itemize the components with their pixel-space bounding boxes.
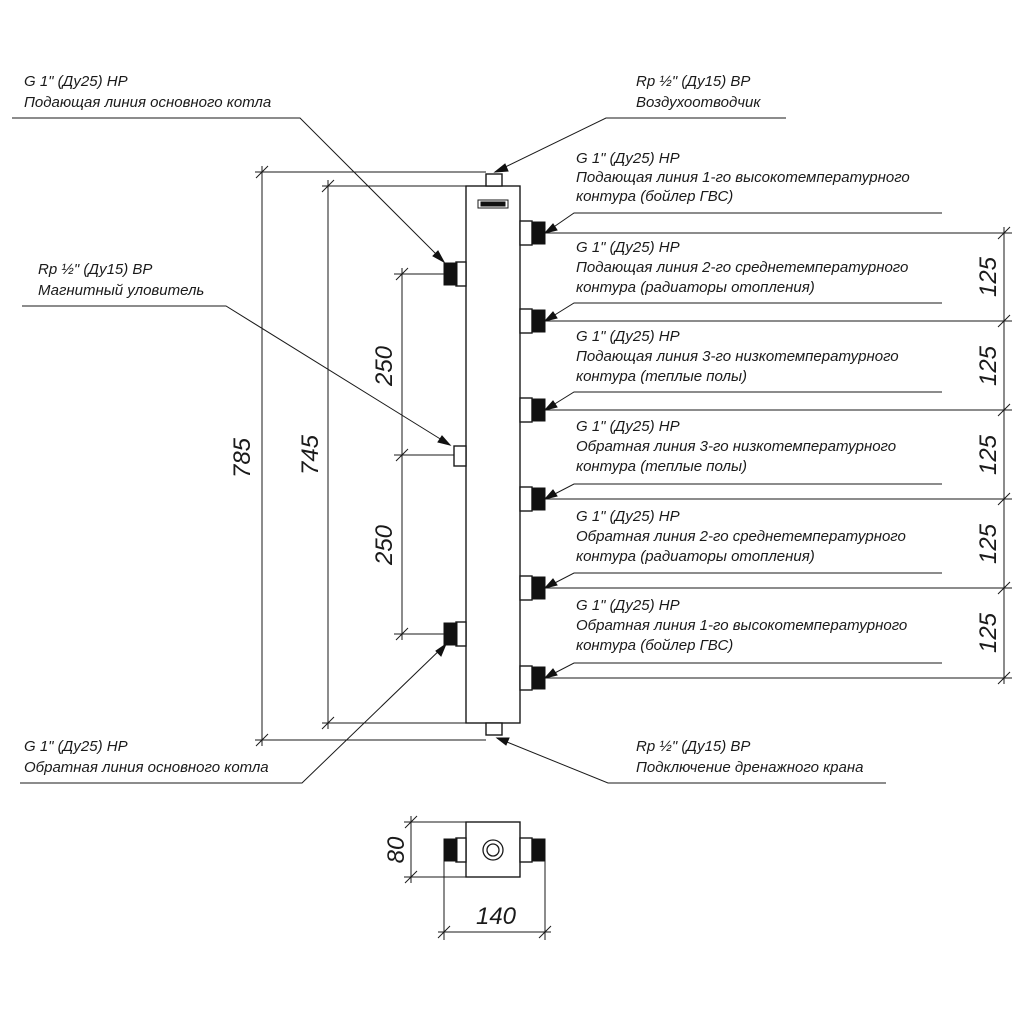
circuit-1-spec: G 1" (Ду25) НР — [576, 150, 680, 167]
top-view-right-fitting — [531, 838, 546, 862]
top-view-port — [482, 839, 504, 861]
dim-125-3-value: 125 — [975, 434, 1002, 475]
leader-supply-main — [12, 117, 446, 264]
supply-main-desc: Подающая линия основного котла — [24, 94, 271, 111]
separator-body — [465, 185, 521, 724]
circuit-3-spec: G 1" (Ду25) НР — [576, 328, 680, 345]
top-view-port-inner — [486, 843, 500, 857]
circuit-4-spec: G 1" (Ду25) НР — [576, 418, 680, 435]
logo-plate — [477, 199, 509, 209]
dim-125-chain — [545, 226, 1012, 685]
supply-main-fitting — [443, 261, 467, 287]
outlet-fitting-3 — [519, 397, 546, 423]
dim-745 — [321, 179, 466, 730]
leader-circuit-5 — [543, 572, 942, 589]
logo-mark — [480, 201, 506, 207]
leader-circuit-2 — [543, 302, 942, 322]
dim-125-5-value: 125 — [975, 612, 1002, 653]
dim-125-2-value: 125 — [975, 345, 1002, 386]
outlet-fitting-5 — [519, 575, 546, 601]
air-vent-spec: Rp ½" (Ду15) ВР — [636, 73, 750, 90]
circuit-4-line2: контура (теплые полы) — [576, 458, 747, 475]
magnet-fitting — [453, 445, 467, 467]
circuit-6-spec: G 1" (Ду25) НР — [576, 597, 680, 614]
circuit-4-line1: Обратная линия 3-го низкотемпературного — [576, 438, 896, 455]
dim-125-1-value: 125 — [975, 256, 1002, 297]
magnet-spec: Rp ½" (Ду15) ВР — [38, 261, 152, 278]
leader-drain — [495, 737, 886, 784]
circuit-6-line2: контура (бойлер ГВС) — [576, 637, 733, 654]
dim-140-value: 140 — [476, 903, 517, 930]
circuit-2-line1: Подающая линия 2-го среднетемпературного — [576, 259, 908, 276]
circuit-2-spec: G 1" (Ду25) НР — [576, 239, 680, 256]
leader-magnet — [22, 305, 452, 446]
drain-desc: Подключение дренажного крана — [636, 759, 863, 776]
leader-circuit-6 — [543, 662, 942, 679]
supply-main-spec: G 1" (Ду25) НР — [24, 73, 128, 90]
dim-785 — [255, 165, 486, 747]
dim-80-value: 80 — [383, 836, 410, 863]
dim-250-lower-value: 250 — [371, 524, 398, 566]
outlet-fitting-1 — [519, 220, 546, 246]
leader-circuit-4 — [543, 483, 942, 500]
circuit-1-line2: контура (бойлер ГВС) — [576, 188, 733, 205]
outlet-fitting-6 — [519, 665, 546, 691]
circuit-5-line2: контура (радиаторы отопления) — [576, 548, 815, 565]
circuit-2-line2: контура (радиаторы отопления) — [576, 279, 815, 296]
top-view-body — [465, 821, 521, 878]
top-view — [443, 821, 546, 878]
return-main-desc: Обратная линия основного котла — [24, 759, 269, 776]
drain-spec: Rp ½" (Ду15) ВР — [636, 738, 750, 755]
top-view-left-fitting — [443, 838, 458, 862]
outlet-fitting-2 — [519, 308, 546, 334]
leader-circuit-3 — [543, 391, 942, 411]
dim-745-value: 745 — [297, 434, 324, 475]
return-main-spec: G 1" (Ду25) НР — [24, 738, 128, 755]
air-vent-fitting — [485, 173, 503, 187]
leader-return-main — [20, 642, 448, 784]
return-main-fitting — [443, 621, 467, 647]
circuit-5-spec: G 1" (Ду25) НР — [576, 508, 680, 525]
circuit-1-line1: Подающая линия 1-го высокотемпературного — [576, 169, 910, 186]
dim-250-upper-value: 250 — [371, 345, 398, 387]
top-view-right-stub — [519, 837, 533, 863]
dim-785-value: 785 — [229, 437, 256, 478]
dim-80 — [404, 815, 466, 884]
magnet-desc: Магнитный уловитель — [38, 282, 204, 299]
dim-250-pair — [394, 267, 454, 641]
circuit-3-line1: Подающая линия 3-го низкотемпературного — [576, 348, 899, 365]
circuit-3-line2: контура (теплые полы) — [576, 368, 747, 385]
dim-125-4-value: 125 — [975, 523, 1002, 564]
air-vent-desc: Воздухоотводчик — [636, 94, 761, 111]
dim-140 — [437, 861, 552, 940]
drain-fitting — [485, 722, 503, 736]
outlet-fitting-4 — [519, 486, 546, 512]
leader-air-vent — [493, 117, 786, 173]
circuit-5-line1: Обратная линия 2-го среднетемпературного — [576, 528, 906, 545]
circuit-6-line1: Обратная линия 1-го высокотемпературного — [576, 617, 907, 634]
leader-circuit-1 — [543, 212, 942, 234]
